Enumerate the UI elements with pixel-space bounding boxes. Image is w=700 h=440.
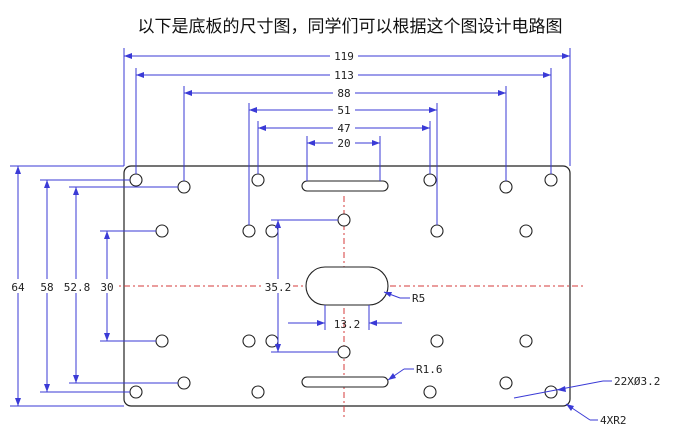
dim-label-left-58: 58 (38, 279, 56, 294)
center-slot (305, 266, 389, 306)
hole-row-1 (129, 173, 558, 194)
mount-hole (519, 334, 533, 348)
page-title: 以下是底板的尺寸图，同学们可以根据这个图设计电路图 (137, 17, 563, 37)
hole-row-2 (155, 213, 533, 238)
mount-hole (430, 224, 444, 238)
callout-r5: R5 (412, 292, 425, 305)
dim-13-2 (288, 305, 402, 330)
mount-hole (499, 376, 513, 390)
dim-label-top-88: 88 (333, 85, 355, 100)
mount-hole (423, 173, 437, 187)
dim-label: 20 (337, 137, 350, 150)
dim-label: 35.2 (265, 281, 292, 294)
dim-label-left-52-8: 52.8 (62, 279, 92, 294)
mount-hole (499, 180, 513, 194)
dim-label-35-2: 35.2 (263, 279, 293, 294)
leader-r5 (383, 291, 410, 299)
callout-hole-spec: 22XØ3.2 (614, 375, 660, 388)
mount-hole (242, 334, 256, 348)
dim-label-13-2: 13.2 (334, 318, 361, 331)
dim-label-top-51: 51 (333, 102, 355, 117)
leader-r1-6 (387, 368, 414, 381)
dim-label: 88 (337, 87, 350, 100)
dim-label: 52.8 (64, 281, 91, 294)
mount-hole (155, 224, 169, 238)
mount-hole (337, 345, 351, 359)
mount-hole (177, 180, 191, 194)
dim-label-top-113: 113 (330, 67, 358, 82)
bottom-slot (301, 376, 389, 388)
dim-label-left-64: 64 (9, 279, 27, 294)
dim-label: 64 (11, 281, 25, 294)
mount-hole (129, 173, 143, 187)
dim-label: 119 (334, 50, 354, 63)
mount-hole (177, 376, 191, 390)
top-slot (301, 180, 389, 192)
mount-hole (544, 173, 558, 187)
dim-label: 113 (334, 69, 354, 82)
callout-r1-6: R1.6 (416, 363, 443, 376)
leader-corner (565, 403, 598, 421)
callout-corner-radius: 4XR2 (600, 414, 627, 427)
mount-hole (155, 334, 169, 348)
mount-hole (337, 213, 351, 227)
mount-hole (251, 173, 265, 187)
mount-hole (242, 224, 256, 238)
mount-hole (251, 385, 265, 399)
dim-label-top-20: 20 (333, 135, 355, 150)
dim-label: 30 (100, 281, 113, 294)
hole-row-4 (129, 376, 558, 399)
dim-label: 51 (337, 104, 350, 117)
leader-hole-spec (513, 380, 612, 399)
mount-hole (519, 224, 533, 238)
hole-row-3 (155, 334, 533, 359)
dim-label: 58 (40, 281, 53, 294)
dim-label-top-119: 119 (330, 48, 358, 63)
dim-label-left-30: 30 (98, 279, 116, 294)
mount-hole (423, 385, 437, 399)
dim-label: 47 (337, 122, 350, 135)
mount-hole (430, 334, 444, 348)
mount-hole (129, 385, 143, 399)
dim-label-top-47: 47 (333, 120, 355, 135)
